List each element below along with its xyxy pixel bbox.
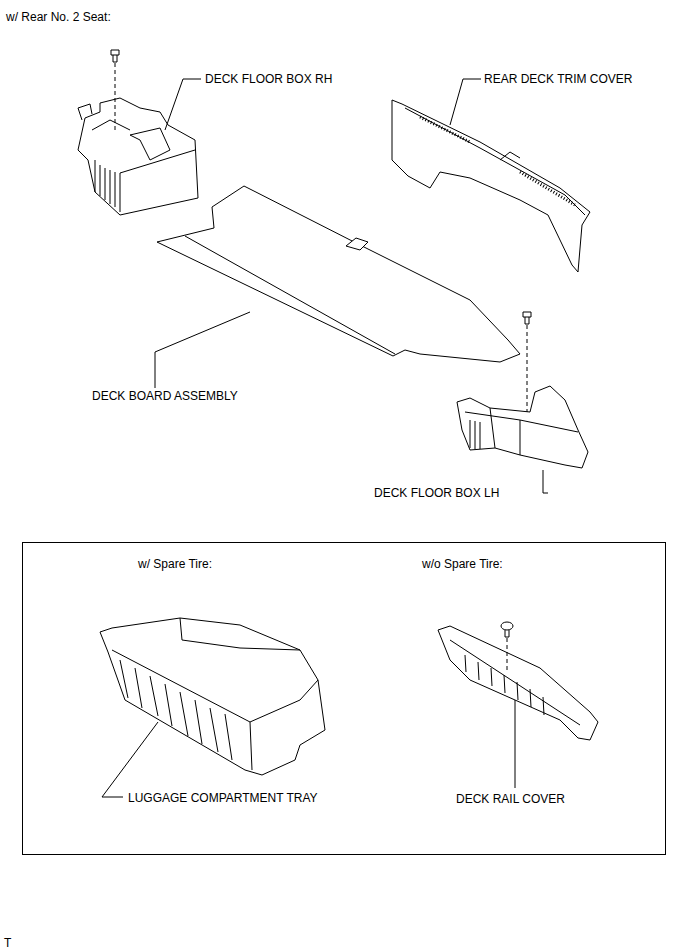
part-name: DECK FLOOR BOX RH bbox=[205, 72, 332, 86]
part-name: LUGGAGE COMPARTMENT TRAY bbox=[128, 791, 318, 805]
bolt bbox=[111, 50, 119, 130]
deck-board-assembly bbox=[157, 186, 520, 362]
part-name: DECK BOARD ASSEMBLY bbox=[92, 389, 238, 403]
part-name: REAR DECK TRIM COVER bbox=[484, 72, 632, 86]
deck-floor-box-lh bbox=[457, 386, 588, 468]
leader-line bbox=[543, 470, 548, 493]
part-name: DECK FLOOR BOX LH bbox=[374, 486, 499, 500]
leader-line bbox=[102, 722, 158, 797]
deck-rail-cover bbox=[438, 626, 598, 740]
section-title: w/ Rear No. 2 Seat: bbox=[6, 10, 111, 24]
deck-floor-box-rh bbox=[78, 98, 198, 215]
luggage-compartment-tray bbox=[100, 618, 325, 775]
part-name: DECK RAIL COVER bbox=[456, 792, 565, 806]
figure-code: T bbox=[4, 936, 11, 949]
leader-line bbox=[165, 79, 201, 130]
clip bbox=[501, 622, 513, 672]
option-heading: w/ Spare Tire: bbox=[138, 557, 212, 571]
option-heading: w/o Spare Tire: bbox=[422, 557, 503, 571]
leader-line bbox=[450, 79, 481, 125]
bolt bbox=[523, 312, 531, 412]
leader-line bbox=[515, 700, 516, 788]
rear-deck-trim-cover bbox=[392, 100, 590, 272]
leader-line bbox=[155, 312, 250, 388]
option-box: w/ Spare Tire: w/o Spare Tire: LUGGAGE COM… bbox=[22, 542, 666, 855]
